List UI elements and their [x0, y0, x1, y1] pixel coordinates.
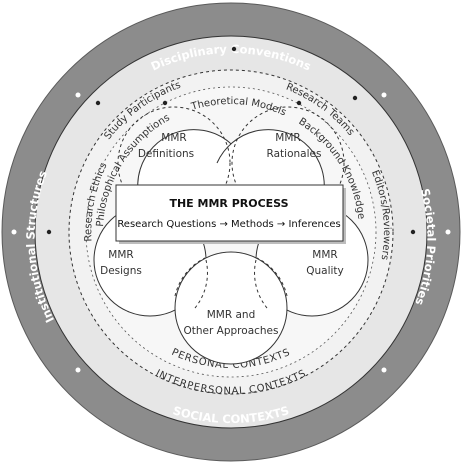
outer-ring-dots — [11, 92, 451, 373]
outer-dot — [75, 367, 81, 373]
rationales-label-1: MMR — [275, 132, 300, 144]
other-overlap-left — [174, 257, 206, 297]
process-box-subtitle: Research Questions → Methods → Inference… — [117, 219, 340, 230]
other-approaches-circle — [174, 251, 288, 365]
definitions-circle-outline — [117, 106, 231, 220]
middle-dot — [410, 229, 416, 235]
rationales-label-2: Rationales — [267, 148, 322, 160]
inner-ring-dots — [162, 100, 302, 106]
definitions-label-1: MMR — [161, 132, 186, 144]
middle-dot — [95, 100, 101, 106]
outer-dot — [11, 229, 17, 235]
middle-dot — [231, 46, 237, 52]
outer-dot — [75, 92, 81, 98]
rationales-circle-outline — [231, 106, 345, 220]
designs-overlap-arc — [194, 259, 208, 309]
outer-dot — [445, 229, 451, 235]
other-approaches-label-2: Other Approaches — [184, 325, 279, 337]
middle-ring-dots — [46, 46, 416, 235]
quality-overlap-arc — [254, 259, 268, 309]
other-approaches-label-1: MMR and — [207, 309, 256, 321]
process-box — [115, 184, 344, 242]
inner-dot — [162, 100, 168, 106]
other-overlap-right — [256, 257, 288, 297]
middle-dot — [46, 229, 52, 235]
designs-label-1: MMR — [108, 249, 133, 261]
outer-dot — [381, 367, 387, 373]
designs-label-2: Designs — [100, 265, 142, 277]
middle-dot — [352, 95, 358, 101]
inner-dot — [296, 100, 302, 106]
process-box-title: THE MMR PROCESS — [169, 197, 288, 210]
quality-label-2: Quality — [306, 265, 344, 277]
quality-label-1: MMR — [312, 249, 337, 261]
outer-dot — [381, 92, 387, 98]
definitions-label-2: Definitions — [138, 148, 194, 160]
